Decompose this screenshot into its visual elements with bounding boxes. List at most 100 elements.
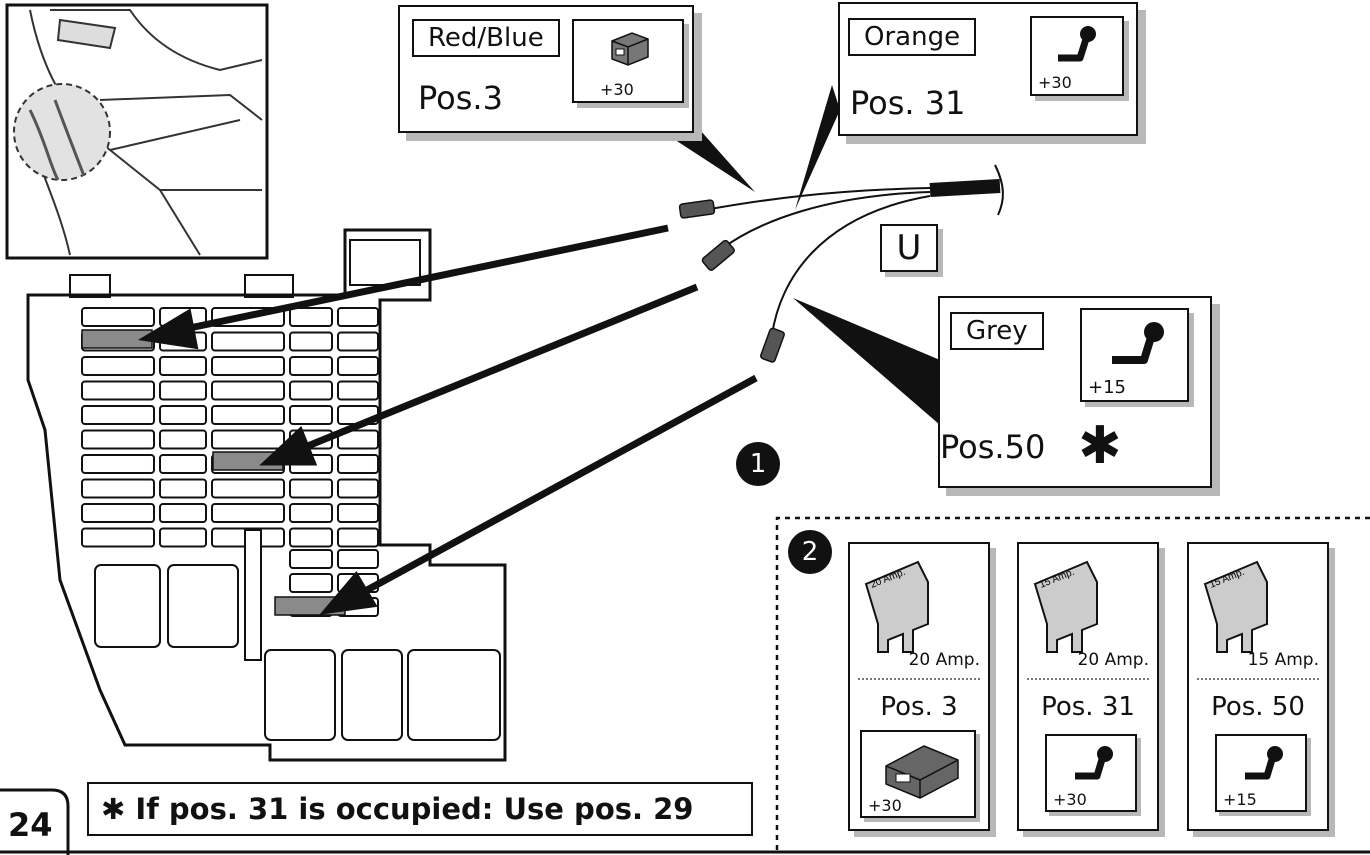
fuse-card-pos-50: 15 Amp. 15 Amp. Pos. 50 +15	[1187, 542, 1329, 831]
fuse-slot	[159, 356, 207, 376]
voltage-label: +15	[1223, 790, 1257, 809]
fuse-slot	[211, 503, 285, 523]
connector-plugs	[678, 199, 785, 363]
wire-lead-icon-box: +15	[1080, 308, 1189, 402]
asterisk-mark: ✱	[101, 792, 136, 826]
u-label: U	[880, 224, 938, 272]
fuse-slot	[337, 380, 379, 401]
position-label: Pos.50	[940, 428, 1046, 466]
fuse-slot	[289, 503, 333, 523]
wire-color-label: Orange	[848, 18, 977, 56]
fuse-slot	[211, 429, 285, 450]
wire-lead-icon	[1058, 26, 1096, 62]
fuse-slot	[337, 356, 379, 376]
dashboard-inset-illustration	[5, 3, 269, 260]
fuse-slot	[159, 454, 207, 474]
wire-lead-icon	[1112, 322, 1164, 364]
fuse-slot	[81, 380, 155, 401]
fuse-slot	[337, 503, 379, 523]
fuse-slot	[159, 503, 207, 523]
callout-grey: Grey Pos.50 ✱ +15	[938, 296, 1212, 488]
callout-red-blue: Red/Blue Pos.3 +30	[398, 5, 694, 133]
fuse-icon: 15 Amp.	[1033, 560, 1098, 653]
fuse-slot	[289, 356, 333, 376]
fuse-slot	[159, 380, 207, 401]
fuse-slot	[211, 380, 285, 401]
callout-orange: Orange Pos. 31 +30	[838, 2, 1138, 136]
fuse-slot	[81, 307, 155, 327]
fuse-slot	[337, 549, 379, 569]
voltage-label: +30	[1038, 73, 1072, 92]
fuse-slot	[81, 405, 155, 425]
page-number: 24	[8, 806, 53, 844]
fuse-slot	[211, 331, 285, 352]
voltage-label: +15	[1088, 377, 1126, 398]
separator	[1027, 678, 1149, 680]
wire-lead-icon	[1245, 746, 1283, 780]
fuse-panel-border	[775, 516, 1370, 850]
fuse-position-label: Pos. 3	[880, 692, 958, 722]
voltage-label: +30	[868, 796, 902, 815]
fuse-slot	[289, 307, 333, 327]
voltage-label: +30	[600, 80, 634, 99]
fuse-box-illustration	[26, 228, 507, 762]
module-icon	[611, 32, 649, 66]
fuse-slot	[289, 478, 333, 499]
fuse-slot	[211, 405, 285, 425]
amp-label: 15 Amp.	[1247, 650, 1319, 670]
fuse-slot	[159, 527, 207, 548]
wire-lead-icon-box: +30	[1030, 16, 1124, 96]
fuse-slot	[337, 527, 379, 548]
module-icon-box: +30	[860, 730, 976, 818]
fuse-slot	[289, 527, 333, 548]
fuse-slot	[289, 573, 333, 593]
footer-note: If pos. 31 is occupied: Use pos. 29	[135, 792, 694, 826]
fuse-slot	[81, 454, 155, 474]
wire-lead-icon-box: +15	[1215, 734, 1307, 812]
fuse-slot	[337, 307, 379, 327]
wire-color-label: Red/Blue	[412, 19, 560, 57]
fuse-slot	[81, 527, 155, 548]
wire-lead-icon-box: +30	[1045, 734, 1137, 812]
fuse-position-label: Pos. 50	[1211, 692, 1305, 722]
fuse-slot	[211, 356, 285, 376]
fuse-card-pos-3: 20 Amp. 20 Amp. Pos. 3 +30	[848, 542, 990, 831]
fuse-slot	[337, 454, 379, 474]
fuse-slot	[289, 405, 333, 425]
separator	[858, 678, 980, 680]
fuse-slot	[211, 478, 285, 499]
fuse-card-pos-31: 15 Amp. 20 Amp. Pos. 31 +30	[1017, 542, 1159, 831]
fuse-slot	[81, 478, 155, 499]
fuse-position-label: Pos. 31	[1041, 692, 1135, 722]
fuse-slot	[81, 429, 155, 450]
module-icon	[885, 745, 959, 799]
voltage-label: +30	[1053, 790, 1087, 809]
separator	[1197, 678, 1319, 680]
fuse-slot	[289, 331, 333, 352]
fuse-slot	[337, 429, 379, 450]
module-icon-box: +30	[572, 19, 684, 103]
step-1-marker: 1	[736, 442, 780, 486]
fuse-icon: 20 Amp.	[864, 560, 929, 653]
fuse-slot	[289, 380, 333, 401]
step-2-marker: 2	[788, 530, 832, 574]
fuse-slot	[289, 549, 333, 569]
fuse-slot	[159, 478, 207, 499]
position-label: Pos. 31	[850, 84, 966, 122]
amp-label: 20 Amp.	[908, 650, 980, 670]
fuse-slot	[337, 478, 379, 499]
position-label: Pos.3	[418, 79, 503, 117]
footer-note-box: ✱ If pos. 31 is occupied: Use pos. 29	[87, 782, 753, 836]
asterisk-mark: ✱	[1078, 416, 1122, 476]
wire-lead-icon	[1075, 746, 1113, 780]
callout-pointers	[660, 85, 940, 425]
fuse-slot	[159, 405, 207, 425]
amp-label: 20 Amp.	[1077, 650, 1149, 670]
fuse-slot	[337, 331, 379, 352]
routing-arrows	[137, 224, 758, 615]
fuse-slot	[159, 429, 207, 450]
fuse-slot	[81, 356, 155, 376]
wire-color-label: Grey	[950, 312, 1044, 350]
page-tab-outline	[0, 788, 70, 855]
